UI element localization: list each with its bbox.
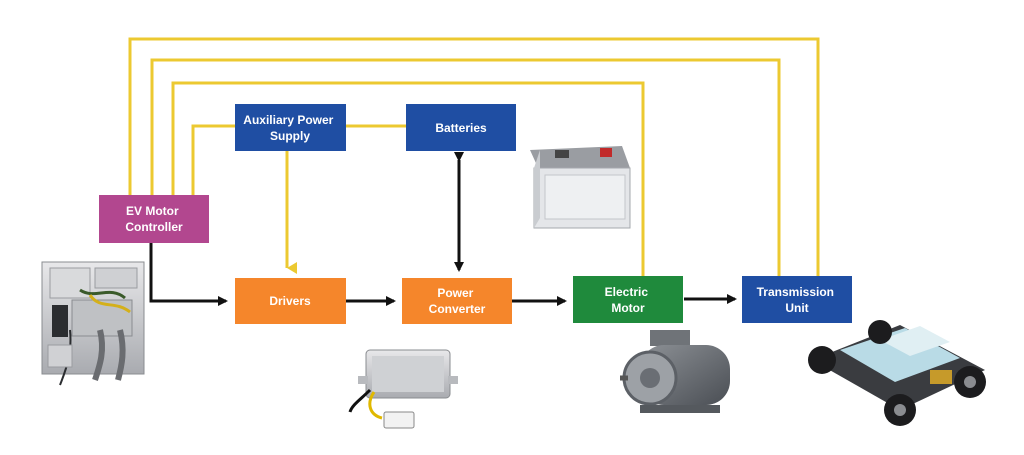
aux-power-label: Auxiliary Power Supply: [243, 113, 336, 143]
node-batteries: Batteries: [406, 104, 516, 151]
car-battery-photo: [530, 146, 631, 229]
electric-motor-box: [573, 276, 683, 323]
power-converter-label: Power Converter: [429, 286, 486, 316]
transmission-label: Transmission Unit: [757, 285, 838, 315]
power-converter-box: [402, 278, 512, 324]
batteries-label: Batteries: [435, 121, 487, 135]
motor-controller-photo: [41, 261, 145, 386]
drivers-label: Drivers: [269, 294, 311, 308]
dc-converter-photo: [348, 349, 458, 429]
signal-line-controller-motor: [171, 81, 645, 278]
drivers-box: [235, 278, 346, 324]
signal-line-controller-aux: [191, 124, 236, 195]
signal-lines: [128, 37, 820, 278]
ev-controller-box: [99, 195, 209, 243]
signal-line-controller-transmission-2: [150, 58, 781, 278]
node-ev-controller: EV Motor Controller: [99, 195, 209, 243]
node-transmission: Transmission Unit: [742, 276, 852, 323]
node-drivers: Drivers: [235, 278, 346, 324]
power-lines: [149, 152, 737, 306]
aux-power-box: [235, 104, 346, 151]
ev-chassis-photo: [808, 320, 986, 426]
node-electric-motor: Electric Motor: [573, 276, 683, 323]
batteries-box: [406, 104, 516, 151]
node-power-converter: Power Converter: [402, 278, 512, 324]
signal-line-controller-transmission: [128, 37, 820, 278]
electric-motor-label: Electric Motor: [605, 285, 652, 315]
power-line-controller-drivers: [149, 243, 228, 306]
ev-controller-label: EV Motor Controller: [125, 204, 183, 234]
transmission-box: [742, 276, 852, 323]
electric-motor-photo: [620, 330, 730, 413]
node-aux-power: Auxiliary Power Supply: [235, 104, 346, 151]
